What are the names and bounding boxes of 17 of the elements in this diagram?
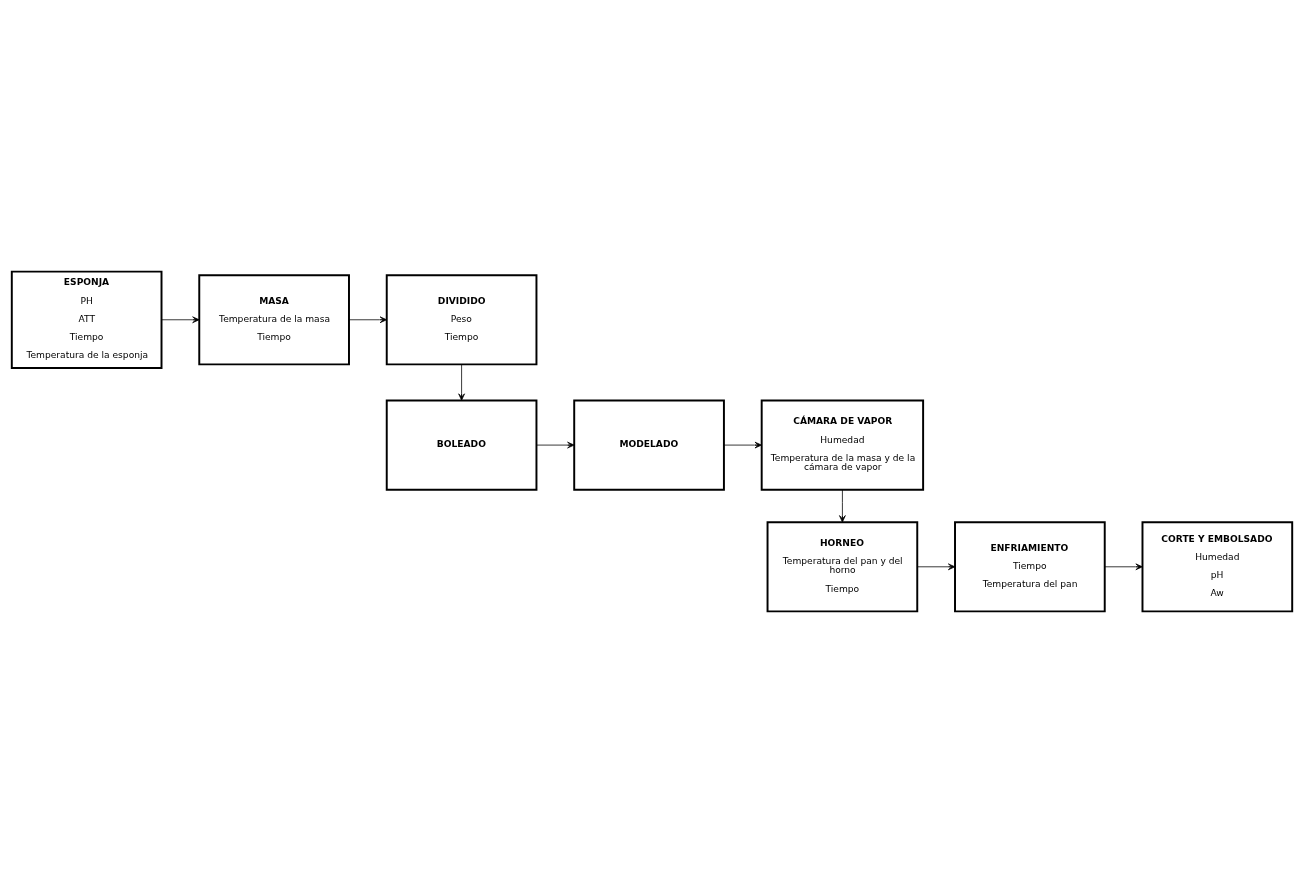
node-box: MASA Temperatura de la masa Tiempo bbox=[198, 274, 350, 366]
arrow bbox=[1104, 563, 1143, 571]
node-box: ENFRIAMIENTO Tiempo Temperatura del pan bbox=[954, 521, 1106, 613]
arrow bbox=[839, 489, 846, 523]
arrow bbox=[458, 364, 465, 401]
arrow bbox=[536, 441, 575, 449]
arrow bbox=[348, 316, 387, 324]
node-box: HORNEO Temperatura del pan y del horno Tiempo bbox=[766, 521, 919, 613]
node-box: MODELADO bbox=[573, 399, 725, 491]
node-box: ESPONJA PH ATT Tiempo Temperatura de la esponja bbox=[10, 270, 163, 369]
node-box: DIVIDIDO Peso Tiempo bbox=[385, 274, 538, 366]
node-box: CÁMARA DE VAPOR Humedad Temperatura de la masa y de la cámara de vapor bbox=[760, 399, 925, 491]
arrow bbox=[161, 316, 200, 324]
arrow bbox=[723, 441, 762, 449]
node-box: CORTE Y EMBOLSADO Humedad pH Aw bbox=[1141, 521, 1294, 613]
node-box: BOLEADO bbox=[385, 399, 538, 491]
arrow bbox=[916, 563, 956, 571]
